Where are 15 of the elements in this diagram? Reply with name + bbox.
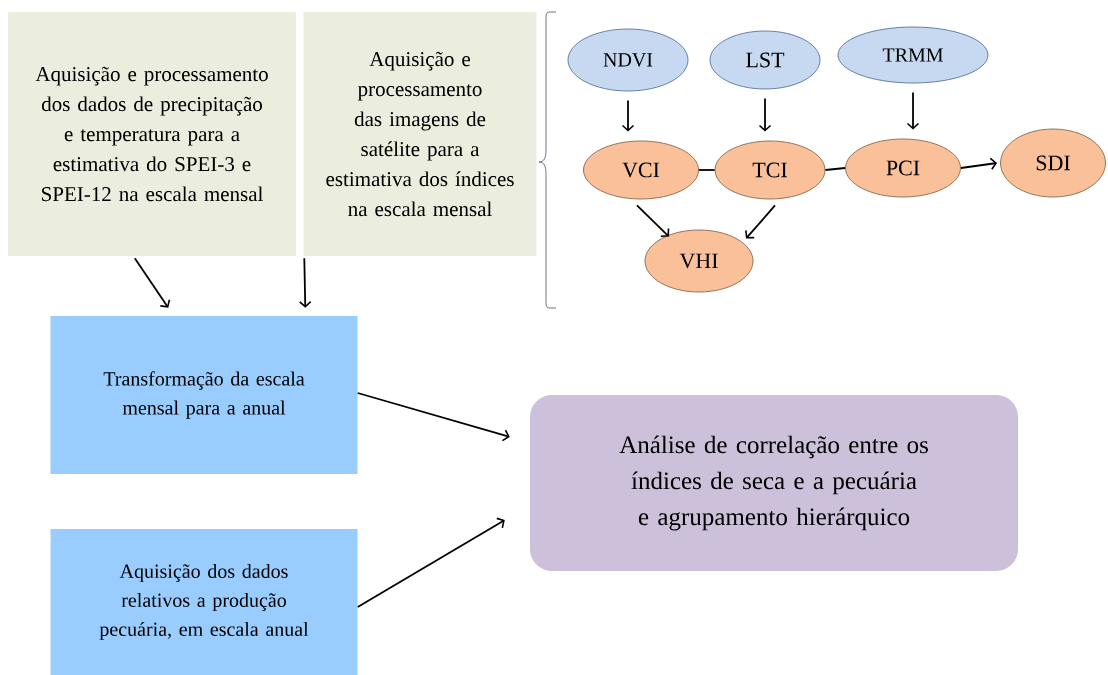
arrow — [621, 99, 635, 132]
arrow — [906, 91, 920, 130]
arrow — [356, 517, 505, 608]
process-box: Aquisição e processamento das imagens de satélite para a estimativa dos índices na escala mensal — [303, 12, 537, 256]
process-box: Transformação da escala mensal para a anual — [50, 316, 358, 474]
arrow — [636, 204, 670, 238]
arrow — [745, 204, 776, 239]
arrow — [356, 392, 510, 442]
result-box: Análise de correlação entre os índices de seca e a pecuária e agrupamento hierárquico — [530, 395, 1018, 571]
arrow — [960, 157, 998, 171]
arrow — [758, 97, 772, 132]
process-box: Aquisição dos dados relativos a produção pecuária, em escala anual — [50, 529, 358, 675]
arrow — [298, 257, 312, 308]
process-box: Aquisição e processamento dos dados de precipitação e temperatura para a estimativa do SPEI-3 e SPEI-12 na escala mensal — [8, 12, 296, 256]
arrow — [133, 257, 171, 308]
